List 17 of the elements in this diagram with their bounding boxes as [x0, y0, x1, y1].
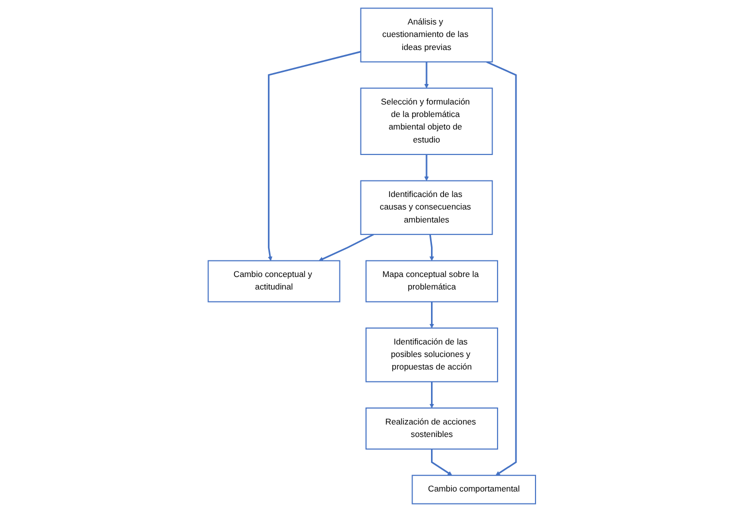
arrow [424, 154, 429, 181]
arrow [268, 50, 362, 261]
arrow [486, 61, 517, 476]
node-box: Identificación de las causas y consecuencias ambientales [360, 180, 493, 235]
node-box: Selección y formulación de la problemática ambiental objeto de estudio [360, 88, 493, 155]
node-box: Cambio conceptual y actitudinal [208, 260, 340, 302]
node-box: Cambio comportamental [412, 474, 536, 504]
node-box: Análisis y cuestionamiento de las ideas previas [360, 8, 493, 62]
node-box: Realización de acciones sostenibles [366, 408, 498, 450]
node-box: Identificación de las posibles soluciones y propuestas de acción [366, 328, 498, 382]
arrow [318, 234, 374, 262]
node-box: Mapa conceptual sobre la problemática [366, 260, 498, 302]
arrow [424, 62, 429, 88]
arrow [431, 449, 452, 476]
arrow [429, 234, 434, 261]
arrow [430, 382, 434, 408]
arrow [430, 302, 434, 328]
